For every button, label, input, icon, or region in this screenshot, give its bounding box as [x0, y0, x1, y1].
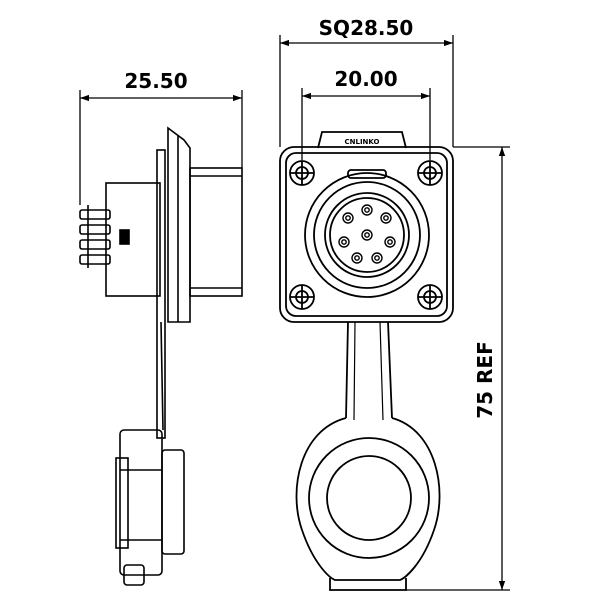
dimension-square: [279, 35, 454, 147]
mounting-hole-bottom-left: [289, 284, 315, 310]
side-panel-plate: [156, 149, 166, 439]
receptacle-outer: [304, 172, 430, 298]
side-flange: [167, 126, 191, 323]
front-tether: [345, 321, 393, 419]
dimension-hole-spacing: [301, 88, 431, 160]
side-rear-body: [105, 182, 161, 297]
side-view: [79, 126, 243, 586]
dimension-hole-spacing-label: 20.00: [334, 67, 397, 91]
contacts: [338, 204, 396, 264]
dimension-overall-length-label: 75 REF: [473, 341, 497, 419]
side-pins: [79, 205, 111, 268]
dimension-side-width: [79, 90, 243, 205]
dust-cap-inner: [326, 455, 412, 541]
receptacle-insert: [324, 192, 410, 278]
mounting-hole-top-left: [289, 160, 315, 186]
dust-cap-outer: [295, 417, 441, 581]
front-view: CNLINKO: [279, 131, 454, 591]
mounting-hole-bottom-right: [417, 284, 443, 310]
dimension-side-width-label: 25.50: [124, 69, 187, 93]
receptacle-ring: [313, 181, 421, 289]
side-cap-tab: [123, 564, 145, 586]
dust-cap-ring: [308, 437, 430, 559]
side-cap-outer: [119, 429, 163, 576]
mounting-hole-top-right: [417, 160, 443, 186]
side-cap-front: [161, 449, 185, 555]
side-tether: [160, 321, 164, 431]
logo-bump: [317, 131, 407, 149]
square-flange-inner: [285, 152, 448, 317]
side-front-body: [189, 167, 243, 297]
logo-text: CNLINKO: [345, 138, 380, 146]
side-cap-inner: [115, 457, 129, 549]
keyway: [347, 169, 387, 179]
dimension-square-label: SQ28.50: [319, 16, 414, 40]
side-indicator-slot: [119, 229, 130, 245]
dimension-overall-length: [406, 146, 510, 591]
square-flange: [279, 146, 454, 323]
